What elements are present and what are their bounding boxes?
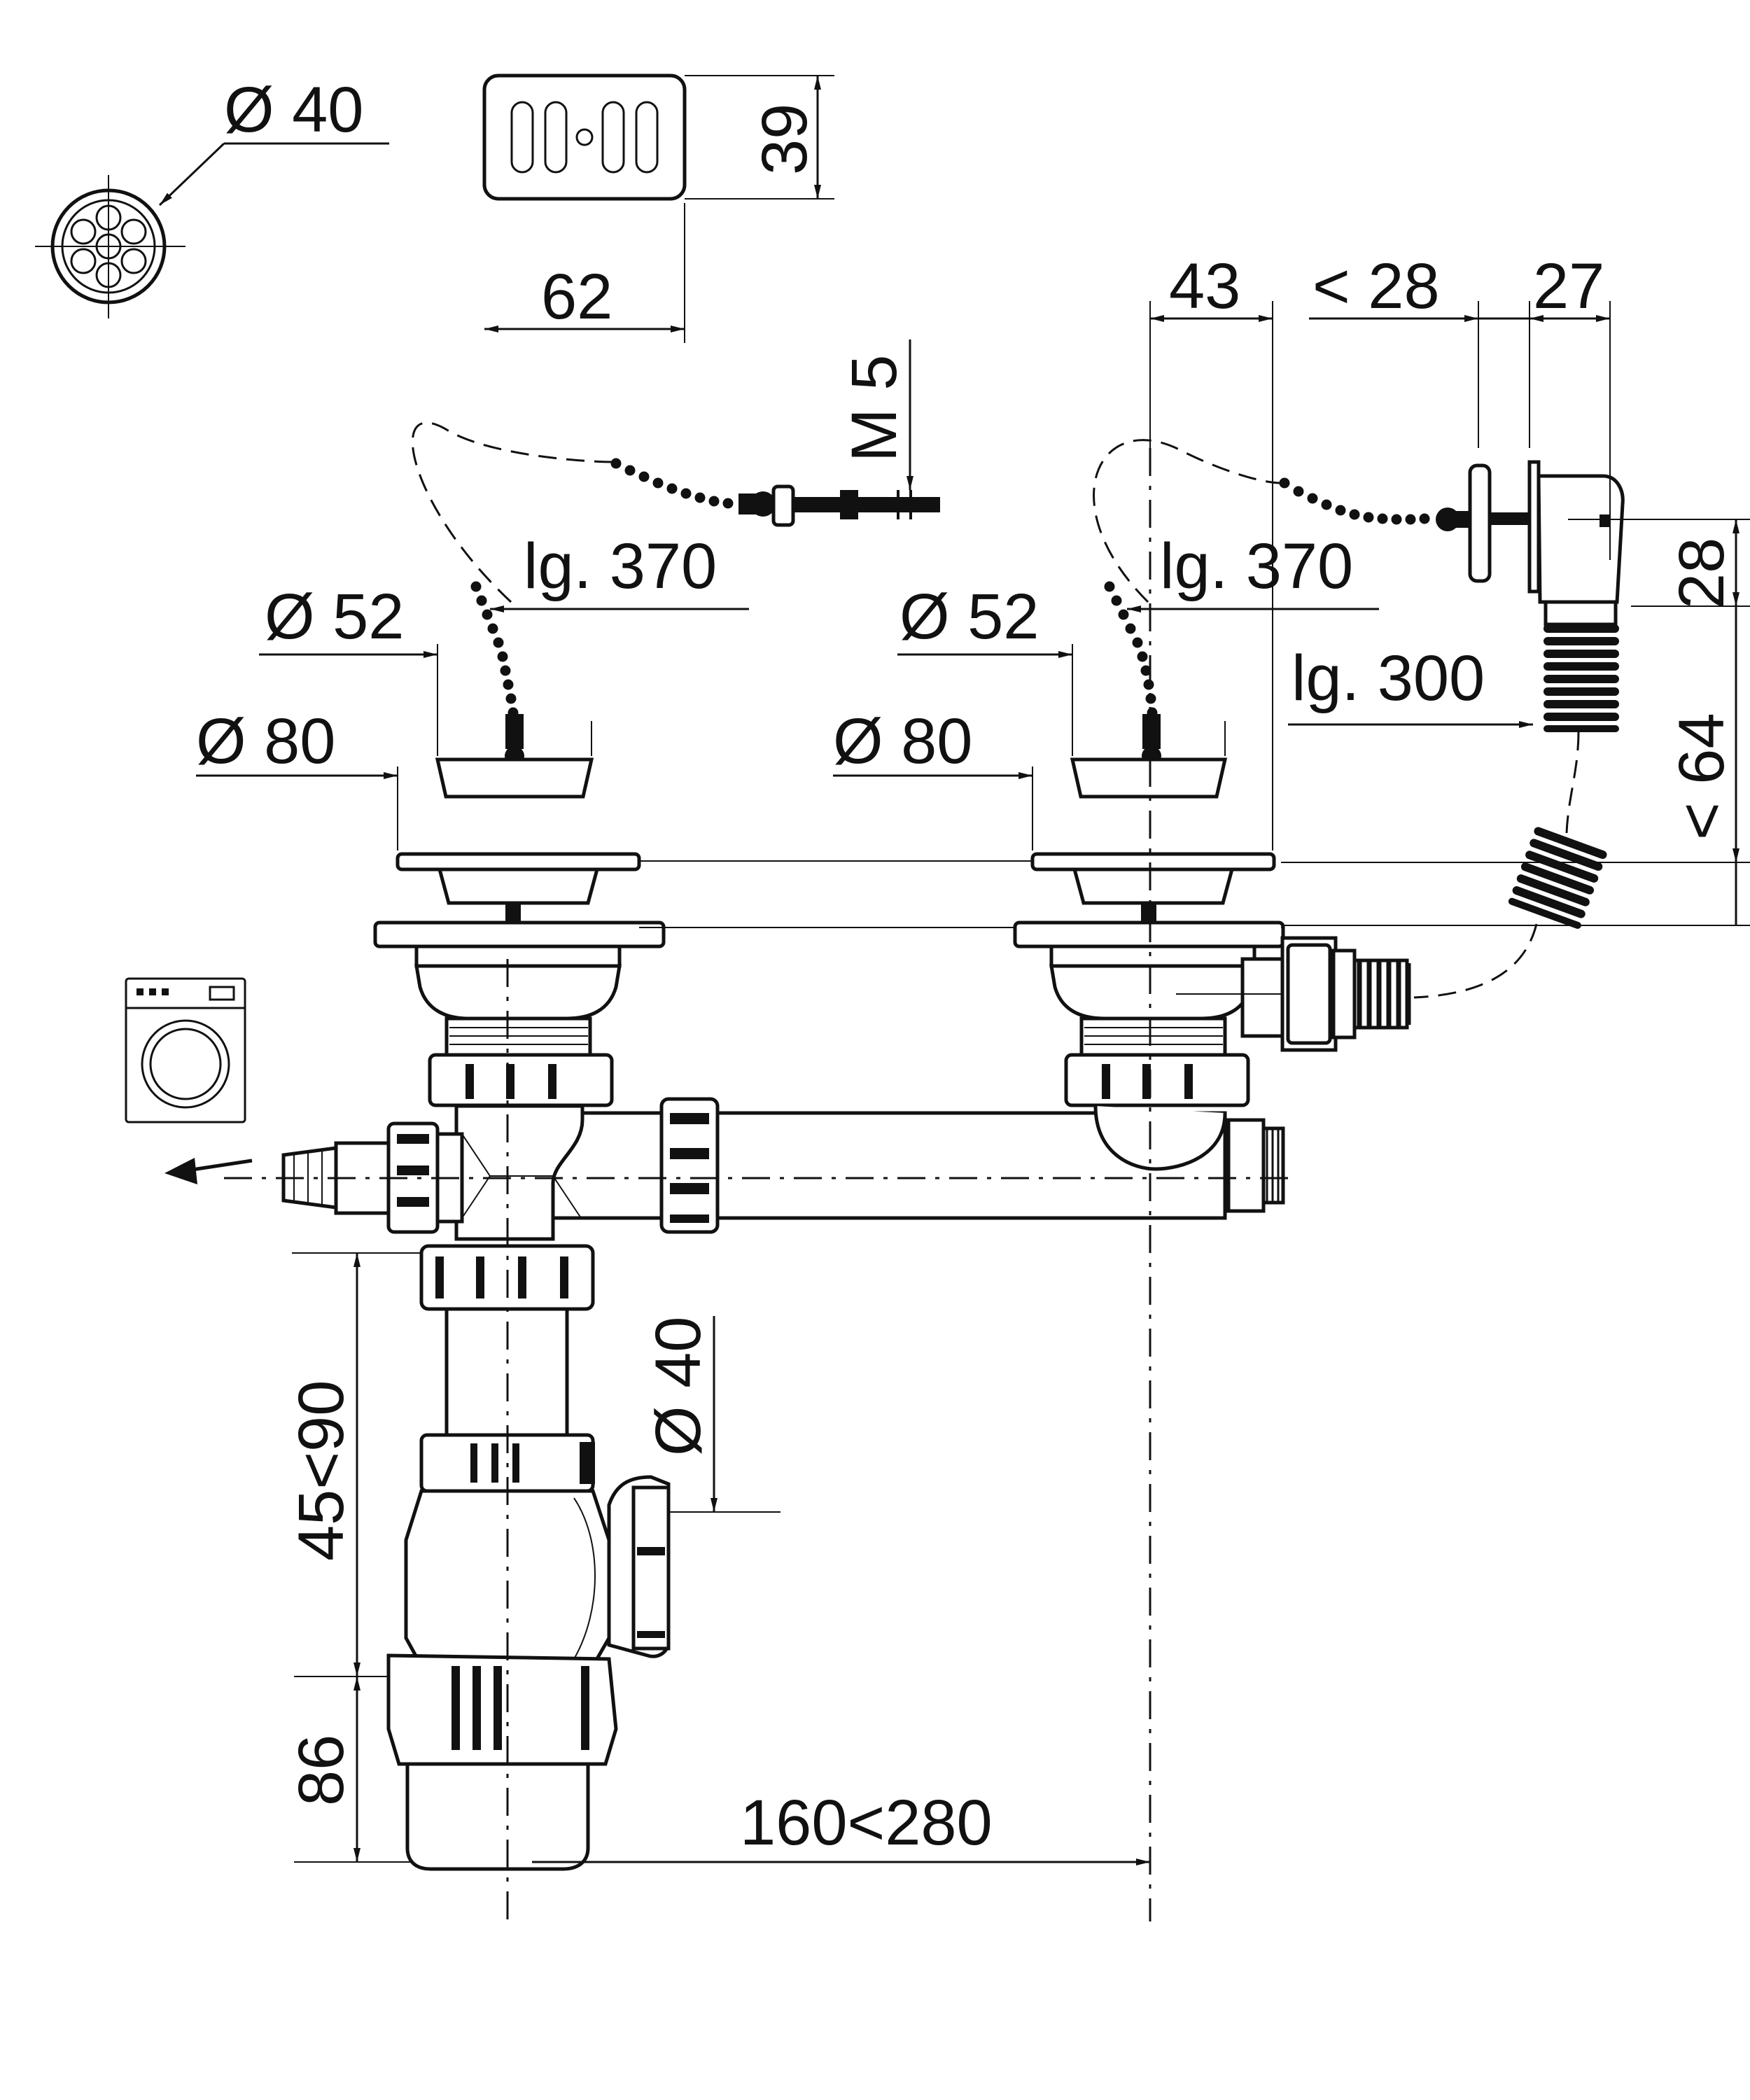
drain-grid-icon [482, 74, 687, 201]
overflow-27-dimension: 27 [1530, 251, 1611, 560]
d80-left-label: Ø 80 [196, 706, 335, 777]
grid-height-label: 39 [749, 104, 820, 175]
chain-right-length-label: lg. 370 [1160, 531, 1353, 602]
overflow-lt28-dimension: < 28 [1309, 251, 1530, 448]
overflow-43-dimension: 43 [1149, 251, 1273, 850]
overflow-lt64-dimension: < 64 [1281, 606, 1750, 926]
right-stopper [1070, 714, 1228, 799]
d40-top-dimension: Ø 40 [158, 74, 389, 206]
overflow-27-label: 27 [1533, 251, 1604, 322]
overflow-28-dimension: 28 [1568, 519, 1750, 609]
d52-left-dimension: Ø 52 [259, 581, 592, 756]
tee-fitting [454, 1104, 584, 1241]
right-basket-strainer [1013, 852, 1290, 1107]
trap-offset-label: 160<280 [740, 1787, 993, 1858]
left-chain [411, 421, 940, 718]
round-strainer-icon [35, 175, 186, 318]
trap-86-dimension: 86 [286, 1676, 413, 1863]
trap-height-dimension: 45<90 [286, 1252, 420, 1677]
right-chain [1093, 439, 1470, 718]
chain-left-length-label: lg. 370 [524, 531, 717, 602]
overflow-unit [1413, 460, 1625, 999]
trap-height-label: 45<90 [286, 1380, 357, 1561]
d40-top-label: Ø 40 [224, 74, 363, 146]
overflow-43-label: 43 [1169, 251, 1240, 322]
m5-dimension: M 5 [839, 340, 913, 490]
chain-right-length-dimension: lg. 370 [1127, 531, 1379, 612]
overflow-hose-label: lg. 300 [1292, 643, 1485, 714]
grid-height-dimension: 39 [685, 75, 834, 200]
washing-machine-icon [125, 977, 246, 1124]
overflow-hose-dimension: lg. 300 [1288, 643, 1533, 728]
horizontal-pipe [460, 1097, 1285, 1234]
left-basket-strainer [373, 852, 666, 1107]
d52-right-label: Ø 52 [899, 581, 1039, 652]
chain-left-length-dimension: lg. 370 [490, 531, 749, 612]
trap-d40-label: Ø 40 [643, 1317, 714, 1456]
d52-right-dimension: Ø 52 [897, 581, 1226, 756]
arrow-left-icon [164, 1158, 253, 1184]
d80-left-dimension: Ø 80 [196, 706, 398, 850]
trap-offset-dimension: 160<280 [532, 1787, 1150, 1865]
trap-d40-dimension: Ø 40 [643, 1316, 780, 1513]
overflow-connector [1280, 936, 1411, 1052]
overflow-lt28-label: < 28 [1312, 251, 1440, 322]
bottle-trap [386, 1244, 671, 1871]
overflow-lt64-label: < 64 [1666, 713, 1737, 840]
d52-left-label: Ø 52 [265, 581, 404, 652]
m5-label: M 5 [839, 355, 910, 462]
grid-width-dimension: 62 [484, 203, 685, 343]
trap-86-label: 86 [286, 1735, 357, 1806]
grid-width-label: 62 [541, 261, 612, 332]
d80-right-dimension: Ø 80 [833, 706, 1033, 850]
d80-right-label: Ø 80 [833, 706, 972, 777]
left-stopper [435, 714, 594, 799]
overflow-28-label: 28 [1666, 538, 1737, 609]
